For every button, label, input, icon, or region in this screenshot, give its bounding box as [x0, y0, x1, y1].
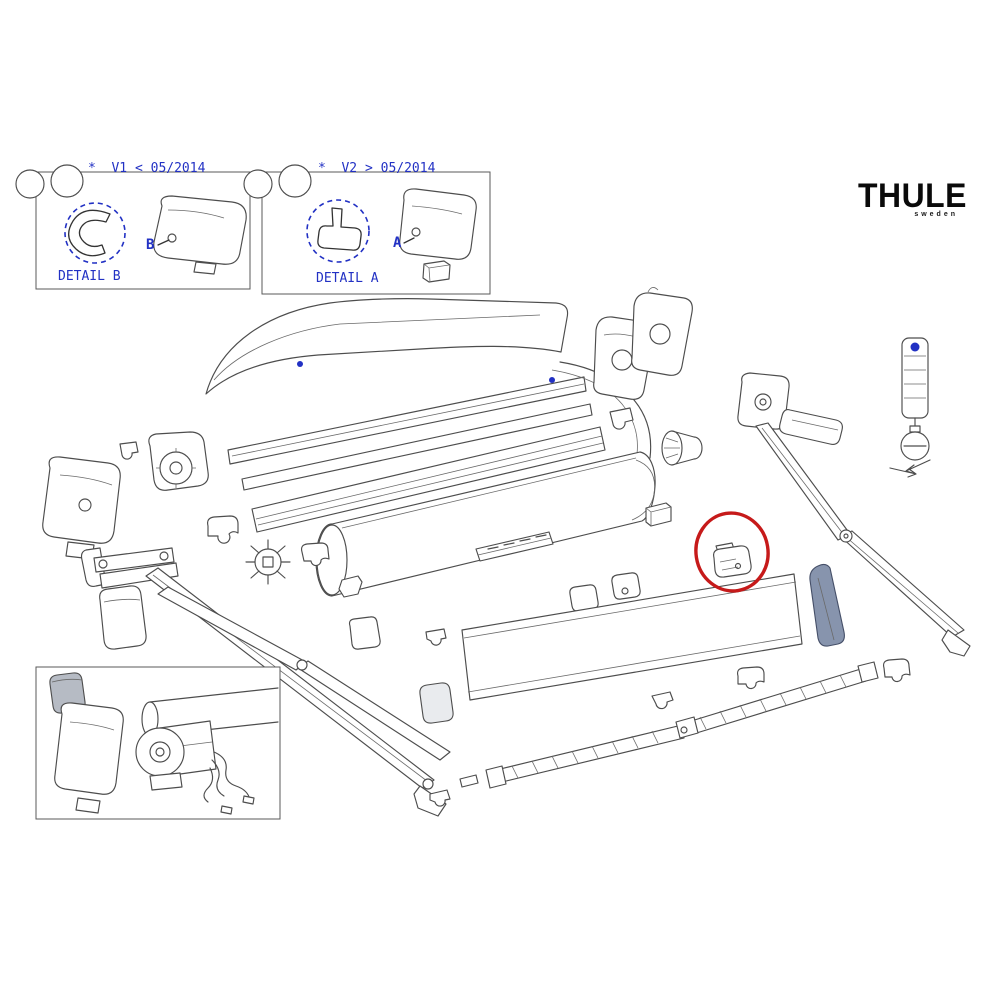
left-end-cap: [42, 456, 121, 560]
cassette-top-cover: [205, 298, 569, 395]
clamp-mid-1: [207, 515, 239, 544]
thule-logo-subtext: sweden: [914, 211, 958, 218]
detail-b-version-label: * V1 < 05/2014: [88, 161, 206, 176]
detail-a-part-letter: A: [393, 235, 402, 251]
callout-circle: [50, 164, 84, 198]
thule-logo: THULE sweden: [858, 178, 966, 218]
roller-tube-section: [141, 687, 279, 737]
position-dot: [297, 361, 303, 367]
strut-blue-dot: [910, 342, 920, 352]
gear-bracket: [148, 431, 209, 491]
motor: [135, 720, 217, 791]
callout-circle: [243, 169, 273, 199]
cassette-end-cap-outer: [631, 287, 693, 376]
rafter-arm-2: [675, 661, 879, 739]
detail-a-dashed-circle: [306, 199, 370, 263]
lead-rail-end-cap-left: [419, 682, 454, 724]
end-cap-outline-b: [153, 195, 247, 275]
spring-gear: [245, 539, 291, 585]
right-arm-lower-section: [839, 529, 965, 638]
direction-arrows: [889, 459, 931, 478]
detail-b-part-letter: B: [146, 237, 155, 253]
label-leader-a: [403, 237, 415, 244]
left-arm-inner-section: [157, 586, 451, 790]
callout-circle: [15, 169, 45, 199]
clamp-small-top: [609, 407, 634, 430]
slider-blocks: [645, 502, 672, 527]
spring-cartridge: [661, 430, 703, 466]
detail-box-b: [15, 164, 251, 290]
end-cap-outline-a: [399, 188, 477, 260]
mounting-rail: [475, 531, 554, 562]
thule-logo-text: THULE: [858, 175, 968, 215]
motor-detail-box: [35, 666, 281, 820]
fabric-sheet: [551, 361, 652, 459]
slider-block-a: [422, 260, 451, 283]
lead-rail-end-cap-right: [809, 563, 845, 647]
adapter-cylinder: [99, 585, 147, 650]
exploded-view: [42, 287, 971, 817]
right-arm-spring-cylinder: [779, 409, 843, 445]
motor-wires: [203, 751, 255, 815]
detail-b-dashed-circle: [64, 202, 126, 264]
label-leader-b: [157, 239, 170, 246]
highlight-ellipse: [694, 511, 770, 593]
detail-b-title: DETAIL B: [58, 269, 121, 284]
callout-circle: [278, 164, 312, 198]
rafter-arm-1: [485, 724, 685, 789]
hook-profile-v2: [317, 207, 362, 251]
highlighted-bracket: [713, 542, 752, 578]
cassette-bottom-rail: [251, 426, 606, 533]
strut-detail: [889, 337, 931, 478]
detail-a-title: DETAIL A: [316, 271, 379, 286]
clamp-mid-2: [300, 542, 330, 567]
position-dot: [549, 377, 555, 383]
cassette-profile-1: [227, 376, 587, 465]
hook-profile-v1: [68, 209, 111, 257]
right-arm-foot: [941, 629, 971, 657]
detail-box-a: [243, 164, 491, 295]
detail-a-version-label: * V2 > 05/2014: [318, 161, 436, 176]
motor-end-cap: [54, 702, 124, 814]
cassette-profile-2: [241, 403, 593, 491]
clamp-left-small: [119, 441, 139, 460]
